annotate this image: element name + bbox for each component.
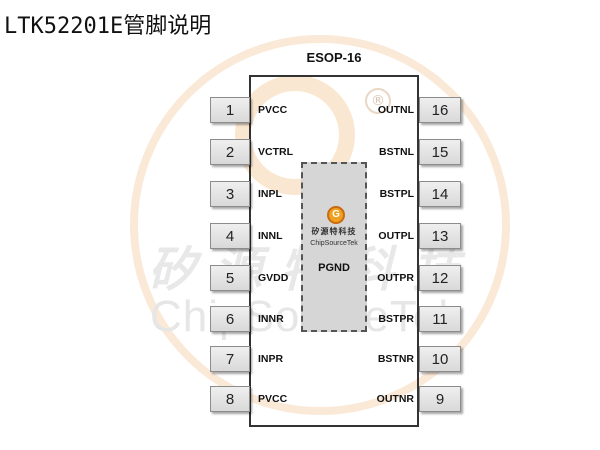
pad-name: PGND xyxy=(318,262,350,274)
pad-logo-text-en: ChipSourceTek xyxy=(310,240,358,247)
chipsourcetek-logo-icon: G xyxy=(327,206,345,224)
pin-3: 3 xyxy=(210,181,250,207)
pin-10: 10 xyxy=(419,346,461,372)
pin-7: 7 xyxy=(210,346,250,372)
pin-14: 14 xyxy=(419,181,461,207)
pin-1-name: PVCC xyxy=(258,104,288,116)
pin-2-name: VCTRL xyxy=(258,146,293,158)
pin-12: 12 xyxy=(419,265,461,291)
pin-4-name: INNL xyxy=(258,230,283,242)
pin-8: 8 xyxy=(210,386,250,412)
pin-16-name: OUTNL xyxy=(377,104,414,116)
pin-4: 4 xyxy=(210,223,250,249)
pin-2: 2 xyxy=(210,139,250,165)
pin-11-name: BSTPR xyxy=(378,313,414,325)
pin-7-name: INPR xyxy=(258,353,284,365)
pin-12-name: OUTPR xyxy=(377,272,414,284)
pin-5-name: GVDD xyxy=(258,272,289,284)
exposed-pad xyxy=(301,162,367,332)
pin-15: 15 xyxy=(419,139,461,165)
watermark-registered-mark: ® xyxy=(365,88,391,114)
watermark-ring xyxy=(130,35,510,415)
pin-1: 1 xyxy=(210,97,250,123)
page-title: LTK52201E管脚说明 xyxy=(4,14,212,39)
pin-5: 5 xyxy=(210,265,250,291)
pin-14-name: BSTPL xyxy=(379,188,414,200)
pin-13: 13 xyxy=(419,223,461,249)
pin-10-name: BSTNR xyxy=(377,353,414,365)
pin-9: 9 xyxy=(419,386,461,412)
pin-16: 16 xyxy=(419,97,461,123)
chip-body xyxy=(249,75,419,427)
pin-6-name: INNR xyxy=(258,313,284,325)
pin-15-name: BSTNL xyxy=(379,146,414,158)
pin-3-name: INPL xyxy=(258,188,282,200)
pin-9-name: OUTNR xyxy=(376,393,414,405)
pin-11: 11 xyxy=(419,306,461,332)
pin-13-name: OUTPL xyxy=(378,230,414,242)
pin-8-name: PVCC xyxy=(258,393,288,405)
pin-6: 6 xyxy=(210,306,250,332)
package-label: ESOP-16 xyxy=(306,50,362,65)
pad-logo-text-cn: 矽源特科技 xyxy=(311,226,357,236)
